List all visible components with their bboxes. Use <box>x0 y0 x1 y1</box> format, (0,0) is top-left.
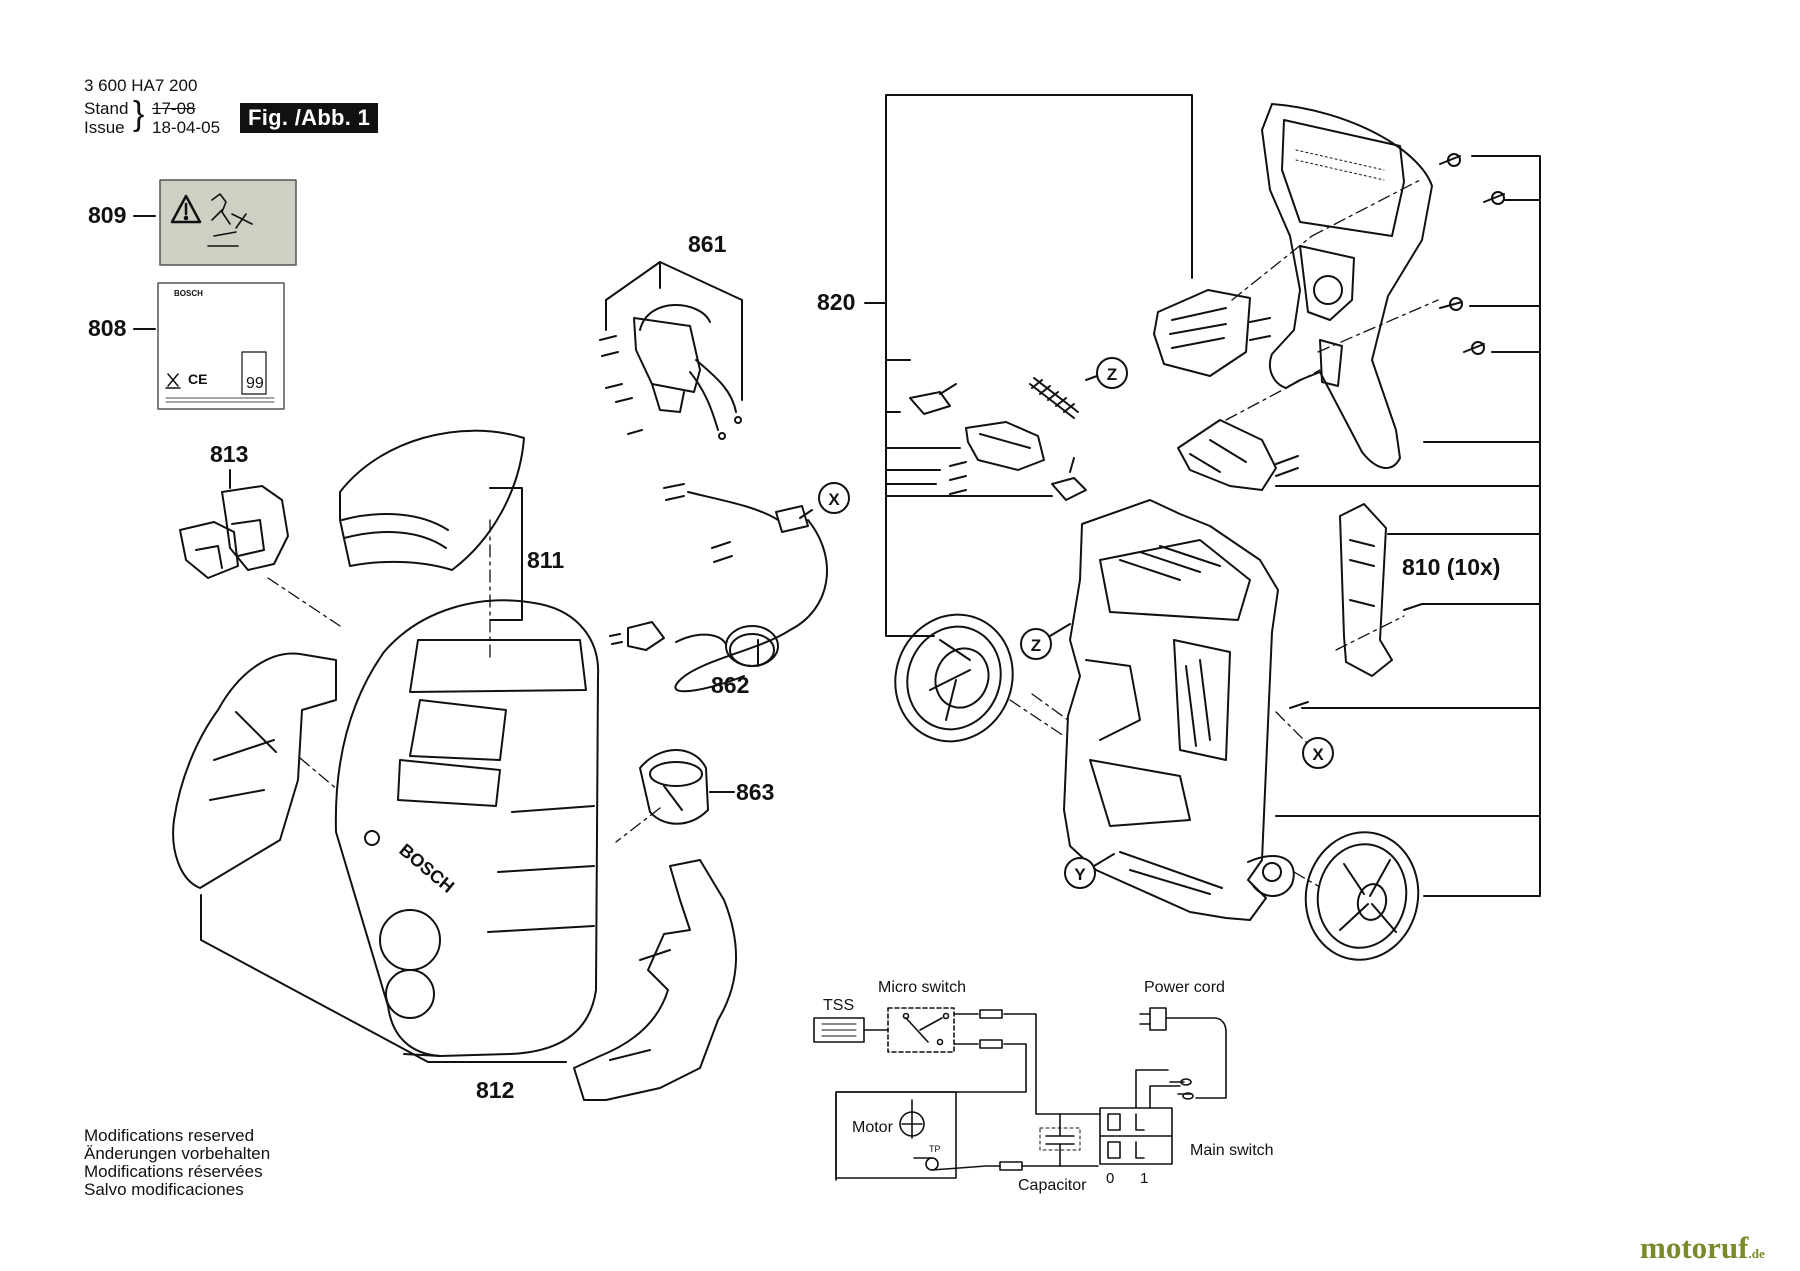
clip-lower <box>1177 419 1299 491</box>
handle-screws <box>1439 153 1505 355</box>
bottom-shroud-812 <box>573 859 737 1101</box>
note-en: Modifications reserved <box>84 1126 255 1145</box>
tss-label: TSS <box>823 997 854 1014</box>
clip-upper <box>1153 289 1271 377</box>
label-brand: BOSCH <box>174 289 203 298</box>
switch-position-1: 1 <box>1140 1170 1148 1187</box>
ce-mark: CE <box>188 371 207 387</box>
marker-z-frame: Z <box>1031 636 1041 655</box>
spring-z <box>1029 377 1079 419</box>
watermark-name: motoruf <box>1640 1230 1749 1265</box>
housing-brand-mark: BOSCH <box>395 840 458 897</box>
watermark-logo[interactable]: motoruf.de <box>1640 1230 1765 1266</box>
marker-x-cord: X <box>828 490 840 509</box>
callout-810: 810 (10x) <box>1402 554 1500 580</box>
stand-date: 17-08 <box>152 99 196 118</box>
callout-811: 811 <box>527 547 564 573</box>
marker-z-spring: Z <box>1107 365 1117 384</box>
knob-863 <box>639 749 709 825</box>
handle-assembly <box>1261 103 1433 469</box>
main-switch-label: Main switch <box>1190 1142 1274 1159</box>
brace-icon: } <box>133 95 145 133</box>
wiring-diagram: TSS Micro switch Power cord Motor Capaci… <box>813 979 1274 1194</box>
modification-notes: Modifications reserved Änderungen vorbeh… <box>84 1127 270 1199</box>
capacitor-label: Capacitor <box>1018 1177 1087 1194</box>
stand-label: Stand <box>84 99 129 118</box>
trigger-lock-parts <box>909 383 1087 501</box>
callout-861: 861 <box>688 231 727 257</box>
micro-switch-box <box>887 1007 955 1053</box>
figure-badge: Fig. /Abb. 1 <box>240 103 379 133</box>
watermark-tld: .de <box>1748 1246 1765 1261</box>
document-number: 3 600 HA7 200 <box>84 76 198 95</box>
marker-y-frame: Y <box>1074 865 1086 884</box>
rating-label-808: BOSCH CE 99 <box>157 282 285 410</box>
top-cover-811 <box>339 429 525 571</box>
callout-808: 808 <box>88 315 127 341</box>
frame-chassis <box>1063 499 1295 921</box>
switch-position-0: 0 <box>1106 1170 1114 1187</box>
note-es: Salvo modificaciones <box>84 1180 244 1199</box>
note-de: Änderungen vorbehalten <box>84 1144 271 1163</box>
operator-pictogram-icon <box>207 193 253 247</box>
micro-switch-label: Micro switch <box>878 979 966 996</box>
side-panel-left <box>172 652 337 889</box>
callout-809: 809 <box>88 202 126 228</box>
pressure-switch-861 <box>633 304 742 440</box>
callout-813: 813 <box>210 441 248 467</box>
power-cord-label: Power cord <box>1144 979 1225 996</box>
note-fr: Modifications réservées <box>84 1162 263 1181</box>
warning-label-809 <box>159 179 297 266</box>
issue-date: 18-04-05 <box>152 118 221 137</box>
callout-820: 820 <box>817 289 855 315</box>
screw-set-861 <box>599 335 643 435</box>
issue-label: Issue <box>84 118 125 137</box>
callout-812: 812 <box>476 1077 514 1103</box>
motor-box <box>835 1091 957 1179</box>
weee-bin-icon <box>165 373 181 389</box>
wheel-right <box>1304 831 1420 961</box>
warning-triangle-icon <box>170 194 202 224</box>
hose-holder-813 <box>179 485 289 579</box>
hose-hook-810 <box>1339 503 1393 677</box>
tp-label: TP <box>929 1144 941 1154</box>
callout-863: 863 <box>736 779 774 805</box>
main-housing-812: BOSCH <box>334 599 600 1057</box>
wheel-left <box>894 613 1014 743</box>
power-cord-862 <box>609 483 828 693</box>
label-number: 99 <box>246 375 264 392</box>
marker-x-frame: X <box>1312 745 1324 764</box>
motor-label: Motor <box>852 1119 894 1136</box>
